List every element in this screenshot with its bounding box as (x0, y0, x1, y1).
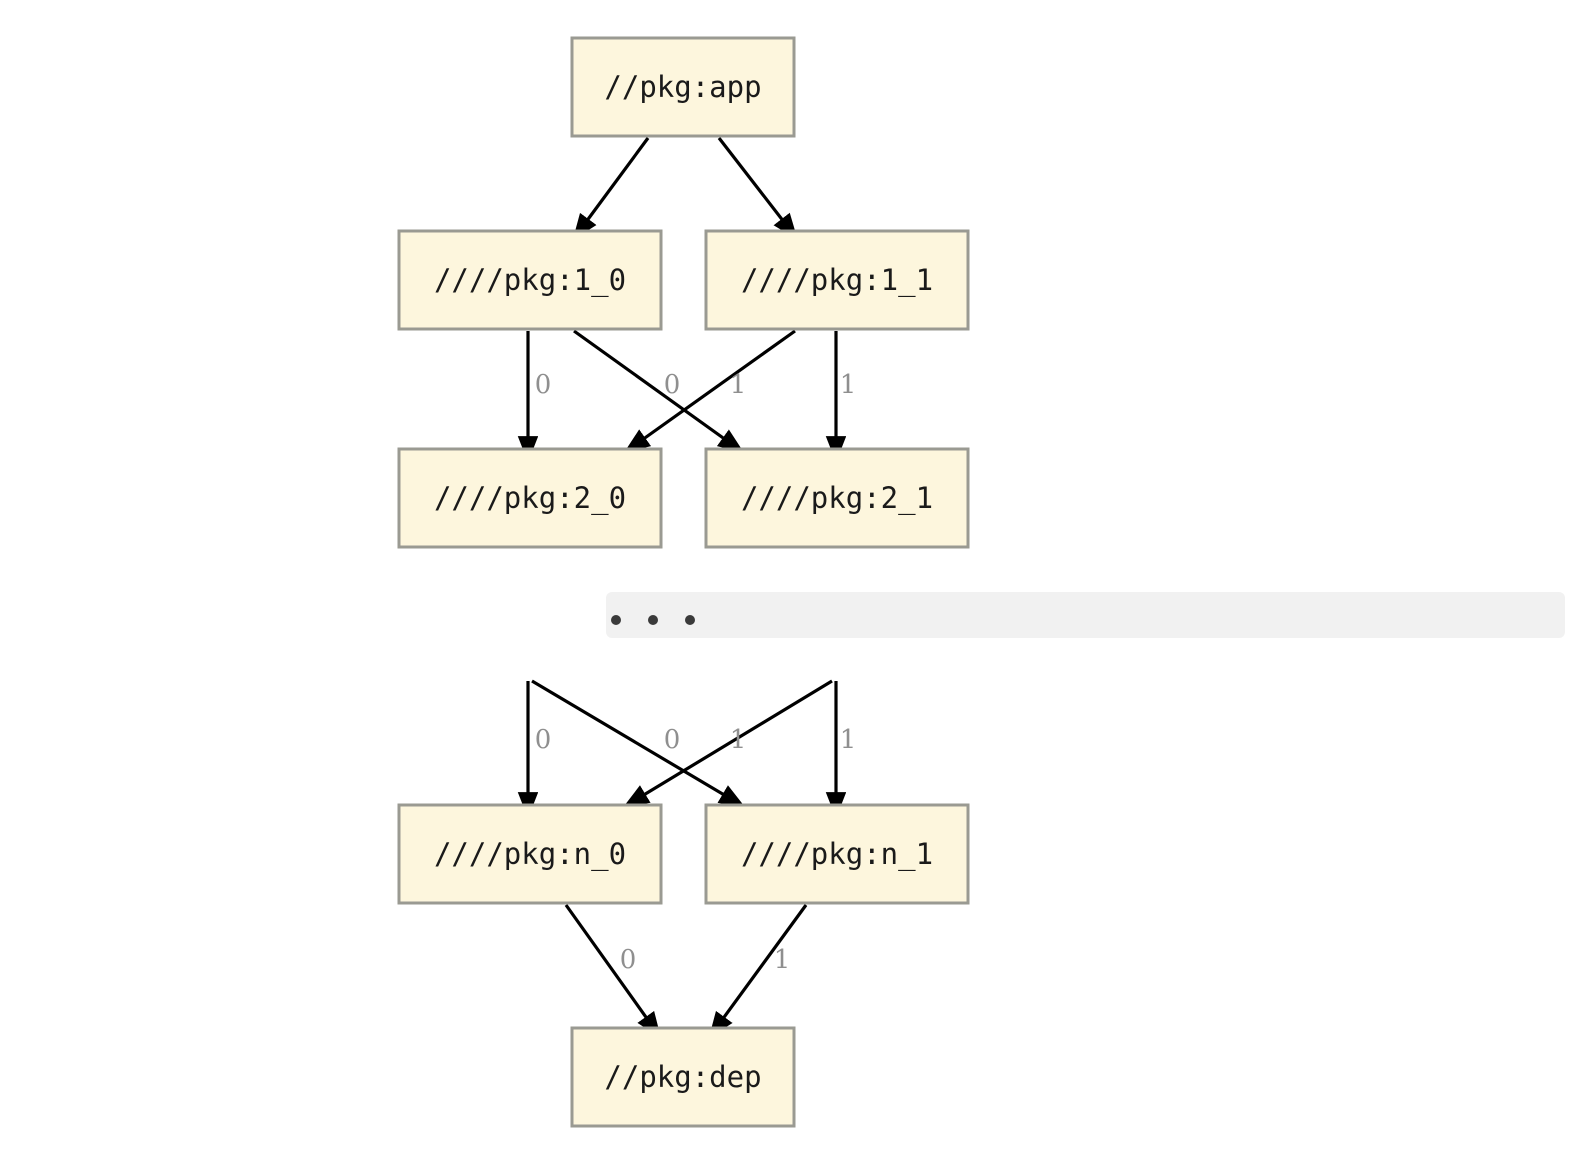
edge-line (708, 904, 808, 1039)
node-pkg-2_1[interactable]: ////pkg:2_1 (704, 447, 970, 549)
edge-1_1-to-2_0: 1 (623, 329, 796, 453)
edge-1_0-to-2_0: 0 (517, 331, 552, 463)
edge-elided-to-n_1-a: 0 (531, 679, 746, 808)
node-pkg-1_1[interactable]: ////pkg:1_1 (704, 229, 970, 331)
elision-group (606, 592, 1565, 638)
edge-line (717, 137, 798, 240)
edge-elided-to-n_1-b: 1 (825, 681, 857, 819)
edge-line (531, 679, 746, 808)
node-label: //pkg:dep (604, 1060, 761, 1094)
node-pkg-n_1[interactable]: ////pkg:n_1 (704, 803, 970, 905)
edge-label-0: 0 (535, 370, 552, 400)
edge-1_0-to-2_1: 0 (573, 329, 745, 454)
node-pkg-1_0[interactable]: ////pkg:1_0 (397, 229, 663, 331)
edge-line (572, 137, 650, 241)
edge-label-0: 0 (664, 370, 681, 400)
node-box[interactable] (397, 803, 663, 905)
edge-line (564, 904, 662, 1039)
edge-label-1: 1 (840, 725, 857, 755)
node-pkg-n_0[interactable]: ////pkg:n_0 (397, 803, 663, 905)
node-label: ////pkg:n_1 (741, 837, 933, 872)
edge-label-0: 0 (664, 725, 681, 755)
node-box[interactable] (570, 36, 796, 138)
node-label: ////pkg:1_0 (434, 263, 626, 298)
elision-band (606, 592, 1565, 638)
node-app[interactable]: //pkg:app (570, 36, 796, 138)
edge-label-1: 1 (840, 370, 857, 400)
edge-label-0: 0 (535, 725, 552, 755)
edge-app-to-1_1 (717, 137, 798, 240)
node-dep[interactable]: //pkg:dep (570, 1026, 796, 1128)
node-box[interactable] (704, 229, 970, 331)
elision-dot-3 (685, 615, 695, 625)
node-label: ////pkg:2_1 (741, 481, 933, 516)
edge-app-to-1_0 (572, 137, 650, 241)
edge-label-1: 1 (730, 725, 747, 755)
node-box[interactable] (704, 803, 970, 905)
edge-elided-to-n_0-b: 1 (622, 679, 833, 808)
node-box[interactable] (704, 447, 970, 549)
edge-n_0-to-dep: 0 (564, 904, 662, 1039)
edge-line (622, 679, 833, 808)
elision-dot-1 (611, 615, 621, 625)
edge-1_1-to-2_1: 1 (825, 331, 857, 463)
edge-label-1: 1 (774, 945, 791, 975)
node-label: //pkg:app (604, 70, 761, 104)
edge-line (573, 329, 745, 454)
node-label: ////pkg:2_0 (434, 481, 626, 516)
edge-n_1-to-dep: 1 (708, 904, 808, 1039)
node-box[interactable] (397, 447, 663, 549)
node-label: ////pkg:n_0 (434, 837, 626, 872)
node-pkg-2_0[interactable]: ////pkg:2_0 (397, 447, 663, 549)
edge-elided-to-n_0: 0 (517, 681, 552, 819)
node-label: ////pkg:1_1 (741, 263, 933, 298)
elision-dot-2 (648, 615, 658, 625)
edge-label-0: 0 (620, 945, 637, 975)
edge-label-1: 1 (730, 370, 747, 400)
edge-line (623, 329, 796, 453)
node-box[interactable] (397, 229, 663, 331)
node-box[interactable] (570, 1026, 796, 1128)
